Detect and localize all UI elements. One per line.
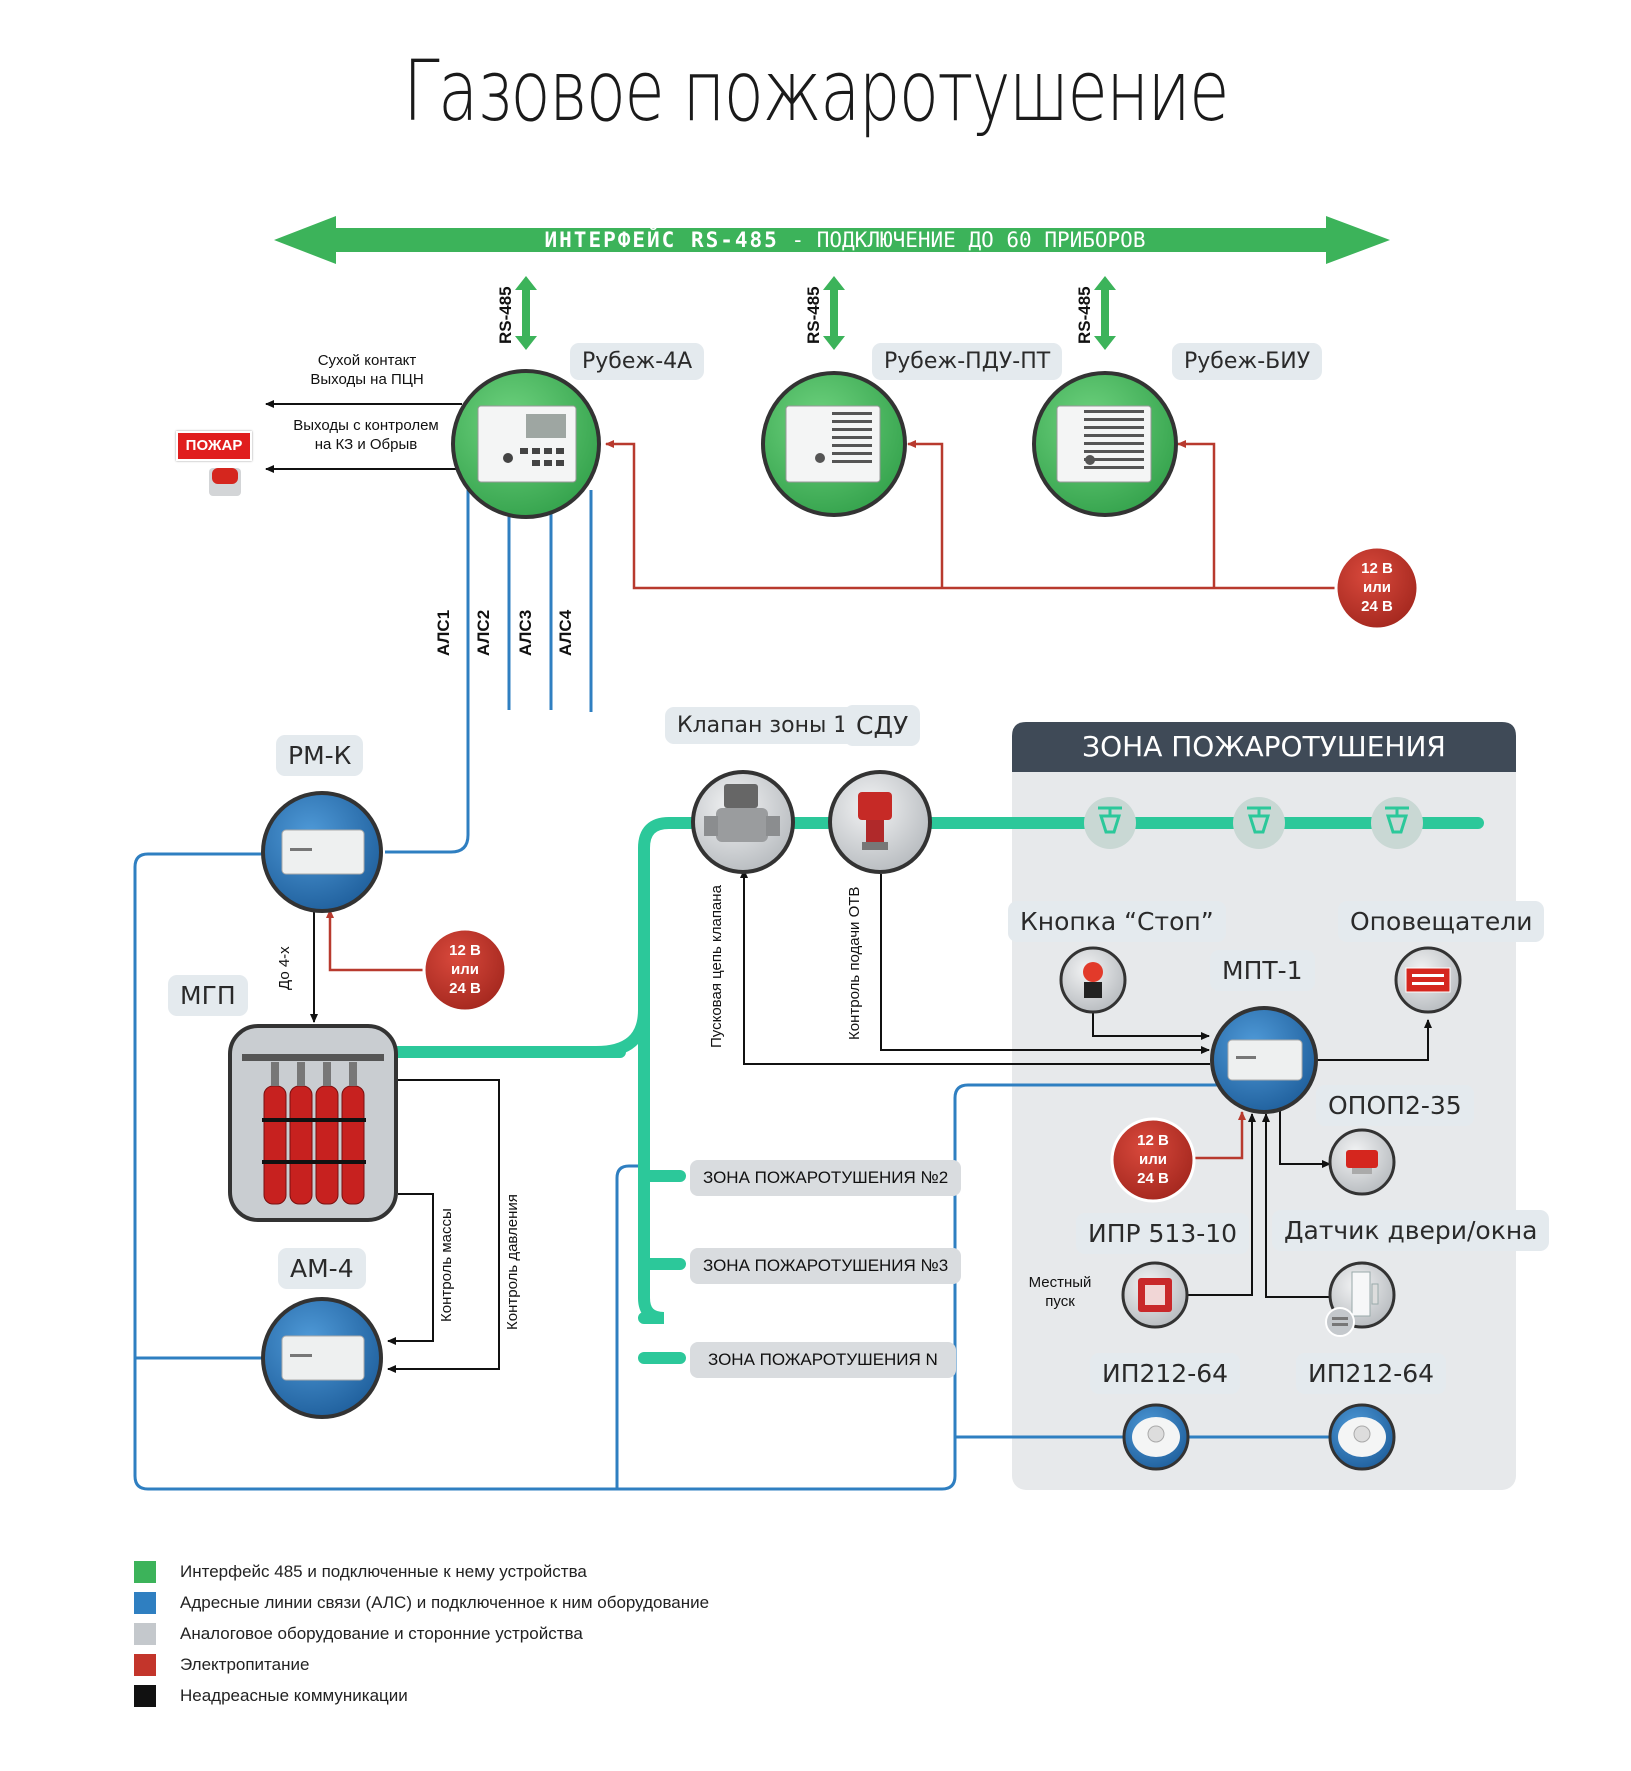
power-line-pdu: [907, 440, 944, 588]
door-sensor-line: [1262, 1113, 1332, 1298]
opop-line: [1279, 1110, 1331, 1168]
legend-swatch: [134, 1560, 156, 1583]
valve-zone1-device[interactable]: [691, 770, 795, 874]
pressure-control-line: [387, 1079, 500, 1373]
notifier-line: [1312, 1019, 1432, 1061]
rs485-label-biu: RS-485: [1075, 286, 1094, 344]
interface-label: ИНТЕРФЕЙС RS-485 - ПОДКЛЮЧЕНИЕ ДО 60 ПРИ…: [544, 228, 1146, 252]
legend-item: Неадреасные коммуникации: [134, 1680, 709, 1711]
rubezh-4a-device[interactable]: [451, 369, 601, 519]
note-otv-control: Контроль подачи ОТВ: [846, 886, 863, 1040]
notifier-device[interactable]: [1394, 946, 1462, 1014]
door-sensor-device[interactable]: [1325, 1261, 1396, 1337]
legend-label: Аналоговое оборудование и сторонние устр…: [180, 1623, 583, 1643]
label-ipr: ИПР 513-10: [1076, 1213, 1250, 1254]
label-rubezh-biu: Рубеж-БИУ: [1172, 343, 1323, 380]
legend: Интерфейс 485 и подключенные к нему устр…: [134, 1556, 709, 1711]
ipr-device[interactable]: [1121, 1261, 1189, 1329]
mgp-cylinders-device[interactable]: [228, 1024, 398, 1222]
stop-button-device[interactable]: [1059, 946, 1127, 1014]
label-mgp: МГП: [168, 975, 248, 1016]
sdu-device[interactable]: [828, 770, 932, 874]
zone-tag-2[interactable]: ЗОНА ПОЖАРОТУШЕНИЯ №2: [690, 1160, 962, 1196]
rs485-label-4a: RS-485: [496, 286, 515, 344]
legend-item: Электропитание: [134, 1649, 709, 1680]
rs485-link-arrows: [515, 276, 1116, 350]
label-am4: АМ-4: [278, 1248, 366, 1289]
legend-label: Электропитание: [180, 1654, 310, 1674]
legend-item: Адресные линии связи (АЛС) и подключенно…: [134, 1587, 709, 1618]
label-rmk: РМ-К: [276, 735, 364, 776]
legend-swatch: [134, 1653, 156, 1676]
power-supply-mpt: [1110, 1117, 1196, 1203]
als-bus-loop: [133, 852, 1335, 1491]
note-up-to-4: До 4-х: [276, 946, 293, 990]
legend-swatch: [134, 1684, 156, 1707]
label-stop-button: Кнопка “Стоп”: [1008, 901, 1226, 942]
als4-label: АЛС4: [556, 609, 575, 656]
rubezh-biu-device[interactable]: [1032, 371, 1178, 517]
legend-swatch: [134, 1591, 156, 1614]
note-pressure-control: Контроль давления: [504, 1194, 521, 1330]
power-supply-top: [1334, 545, 1420, 631]
rs485-label-pdu: RS-485: [804, 286, 823, 344]
label-rubezh-4a: Рубеж-4А: [570, 343, 705, 380]
ip212-detector-b[interactable]: [1328, 1403, 1396, 1471]
label-door-sensor: Датчик двери/окна: [1272, 1210, 1550, 1251]
mpt1-device[interactable]: [1210, 1006, 1318, 1114]
otv-control-line: [880, 874, 1210, 1054]
stop-button-line: [1092, 1010, 1210, 1040]
label-ip212-a: ИП212-64: [1090, 1353, 1241, 1394]
gas-pipes: [390, 817, 1484, 1364]
power-line-biu: [1177, 440, 1216, 588]
page-title: Газовое пожаротушение: [403, 42, 1229, 140]
am4-device[interactable]: [261, 1297, 383, 1419]
power-supply-rmk: [422, 927, 508, 1013]
fire-siren-icon: [209, 468, 241, 496]
rmk-device[interactable]: [261, 791, 383, 913]
label-sdu: СДУ: [844, 705, 921, 746]
label-opop: ОПОП2-35: [1316, 1085, 1474, 1126]
label-mpt1: МПТ-1: [1210, 950, 1315, 991]
power-line-rmk: [326, 909, 423, 972]
label-ip212-b: ИП212-64: [1296, 1353, 1447, 1394]
mass-control-line: [387, 1193, 434, 1345]
legend-swatch: [134, 1622, 156, 1645]
ip212-detector-a[interactable]: [1122, 1403, 1190, 1471]
fire-zone-header: ЗОНА ПОЖАРОТУШЕНИЯ: [1082, 730, 1446, 763]
ipr-line: [1186, 1113, 1256, 1296]
zone-tag-n[interactable]: ЗОНА ПОЖАРОТУШЕНИЯ N: [690, 1342, 956, 1378]
start-circuit-line: [740, 869, 1210, 1065]
rs485-bus-arrow: [274, 216, 1390, 264]
zone-tag-3[interactable]: ЗОНА ПОЖАРОТУШЕНИЯ №3: [690, 1248, 962, 1284]
als2-label: АЛС2: [474, 609, 493, 656]
label-valve: Клапан зоны 1: [665, 707, 860, 744]
als-lines: [385, 490, 593, 854]
legend-label: Адресные линии связи (АЛС) и подключенно…: [180, 1592, 710, 1612]
legend-item: Аналоговое оборудование и сторонние устр…: [134, 1618, 709, 1649]
legend-label: Интерфейс 485 и подключенные к нему устр…: [180, 1561, 587, 1581]
opop-device[interactable]: [1328, 1128, 1396, 1196]
als3-label: АЛС3: [516, 609, 535, 656]
label-notifiers: Оповещатели: [1338, 901, 1545, 942]
rubezh-pdu-device[interactable]: [761, 371, 907, 517]
fire-zone-header-bar: [1012, 722, 1516, 772]
power-line-top: [605, 440, 1336, 590]
note-mass-control: Контроль массы: [438, 1208, 455, 1322]
als1-label: АЛС1: [434, 609, 453, 656]
legend-label: Неадреасные коммуникации: [180, 1685, 408, 1705]
fire-sign: ПОЖАР: [176, 431, 252, 461]
legend-item: Интерфейс 485 и подключенные к нему устр…: [134, 1556, 709, 1587]
label-rubezh-pdu: Рубеж-ПДУ-ПТ: [872, 343, 1063, 380]
nozzles: [1084, 797, 1423, 849]
power-line-mpt: [1190, 1111, 1246, 1160]
note-start-circuit: Пусковая цепь клапана: [708, 885, 725, 1048]
